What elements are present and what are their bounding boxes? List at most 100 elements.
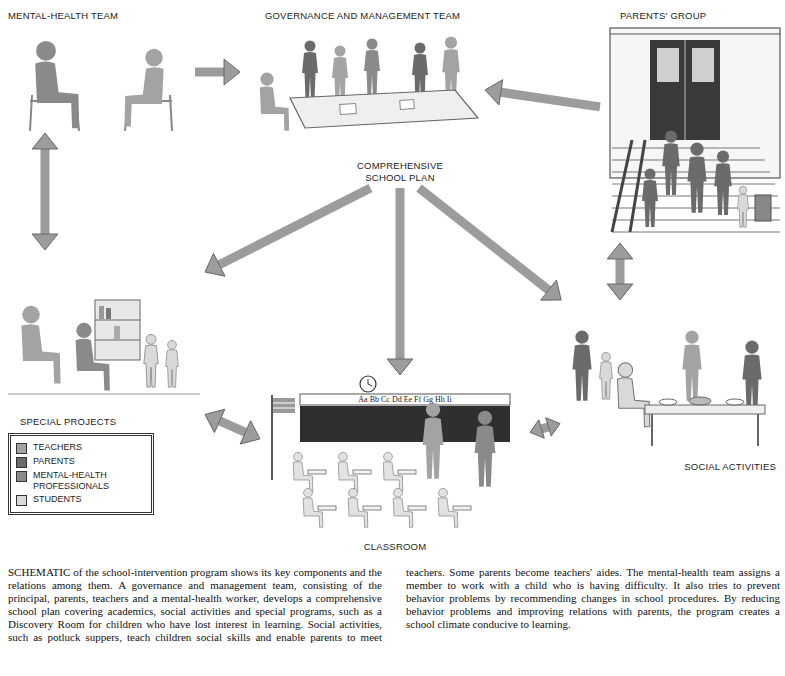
illustration-part xyxy=(318,506,336,510)
illustration-part xyxy=(650,40,720,140)
illustration-part xyxy=(572,331,591,401)
illustration-part xyxy=(612,140,645,232)
illustration-part xyxy=(300,394,510,405)
illustration-part xyxy=(692,48,714,82)
scene-region: MENTAL-HEALTH TEAM xyxy=(5,8,195,133)
illustration-part xyxy=(340,103,357,114)
governance-scene xyxy=(260,37,478,131)
illustration-part xyxy=(308,470,326,474)
illustration-part xyxy=(290,90,478,128)
illustration-part xyxy=(364,39,380,98)
arrow-head xyxy=(32,234,58,250)
legend-text: TEACHERS xyxy=(33,442,82,453)
legend-swatch xyxy=(16,457,27,468)
illustration-part xyxy=(453,506,471,510)
scene-region: SOCIAL ACTIVITIES xyxy=(560,300,780,475)
illustration-part xyxy=(645,405,765,414)
classroom-scene xyxy=(272,376,510,527)
arrow-head xyxy=(607,284,633,300)
illustration-part xyxy=(682,331,701,401)
arrow-head xyxy=(240,421,260,444)
illustration-part xyxy=(423,403,444,479)
legend-box: TEACHERS PARENTS MENTAL-HEALTH PROFESSIONA… xyxy=(8,433,154,515)
scene-region: SPECIAL PROJECTS xyxy=(5,250,205,430)
arrow-shaft xyxy=(219,188,370,265)
arrow-shaft xyxy=(195,68,224,77)
arrow-shaft xyxy=(41,149,50,234)
legend-row: STUDENTS xyxy=(16,494,146,506)
illustration-part xyxy=(273,398,295,413)
illustration-part xyxy=(689,397,711,405)
arrow-shaft xyxy=(220,421,246,432)
board-lettering: Aa Bb Cc Dd Ee Ff Gg Hh Ii xyxy=(300,395,510,405)
illustration-part xyxy=(106,308,111,319)
illustration-part xyxy=(166,340,179,387)
scene-label: SOCIAL ACTIVITIES xyxy=(684,461,776,473)
illustration-part xyxy=(642,169,658,228)
illustration-part xyxy=(685,40,686,140)
illustration-part xyxy=(144,334,158,387)
arrow-head xyxy=(546,418,560,436)
illustration-part xyxy=(260,73,289,131)
illustration-part xyxy=(95,320,140,340)
special-projects-scene xyxy=(8,300,200,394)
illustration-part xyxy=(714,151,732,215)
legend-text: PARENTS xyxy=(33,456,75,467)
scene-label: MENTAL-HEALTH TEAM xyxy=(8,10,118,22)
arrow-shaft xyxy=(616,259,625,284)
arrow-head xyxy=(32,133,58,149)
connector-arrow xyxy=(530,418,560,438)
connector-arrow xyxy=(485,80,600,107)
illustration-part xyxy=(737,186,748,227)
illustration-part xyxy=(687,143,706,213)
parents-scene xyxy=(610,28,780,232)
scene-label: COMPREHENSIVE SCHOOL PLAN xyxy=(350,158,450,186)
arrow-shaft xyxy=(501,92,600,107)
illustration-part xyxy=(400,100,415,110)
legend-row: PARENTS xyxy=(16,456,146,468)
connector-arrow xyxy=(205,409,260,444)
figure-caption: SCHEMATIC of the school-intervention pro… xyxy=(8,566,780,644)
connector-arrow xyxy=(195,59,240,85)
illustration-part xyxy=(475,411,496,487)
arrow-head xyxy=(530,420,544,438)
arrow-shaft xyxy=(396,188,405,359)
illustration-part xyxy=(124,49,163,127)
legend-text: MENTAL-HEALTH PROFESSIONALS xyxy=(33,470,146,492)
illustration-part xyxy=(95,300,140,360)
illustration-part xyxy=(408,506,426,510)
illustration-part xyxy=(755,195,771,221)
connector-arrow xyxy=(32,133,58,250)
illustration-part xyxy=(360,376,376,392)
illustration-part xyxy=(363,506,381,510)
illustration-part xyxy=(398,470,416,474)
illustration-part xyxy=(600,352,613,399)
arrow-head xyxy=(387,359,413,375)
scene-region: PARENTS' GROUP xyxy=(600,8,780,243)
connector-arrow xyxy=(387,188,413,375)
arrow-head xyxy=(205,253,225,276)
illustration-part xyxy=(114,326,120,339)
illustration-part xyxy=(76,323,110,391)
illustration-part xyxy=(271,395,273,480)
arrow-shaft xyxy=(419,188,549,290)
social-activities-scene xyxy=(572,331,765,446)
plan-label-box: COMPREHENSIVE SCHOOL PLAN xyxy=(350,158,450,188)
illustration-part xyxy=(124,49,163,127)
arrow-head xyxy=(224,59,240,85)
illustration-part xyxy=(657,48,679,82)
legend-swatch xyxy=(16,443,27,454)
legend-row: MENTAL-HEALTH PROFESSIONALS xyxy=(16,470,146,492)
illustration-part xyxy=(368,379,372,386)
scene-label: PARENTS' GROUP xyxy=(620,10,706,22)
mental-health-scene xyxy=(30,41,172,131)
illustration-part xyxy=(302,41,318,100)
arrow-head xyxy=(485,80,503,105)
illustration-part xyxy=(659,399,677,405)
illustration-part xyxy=(726,399,744,405)
scene-label: SPECIAL PROJECTS xyxy=(20,416,116,428)
connector-arrow xyxy=(607,243,633,300)
connector-arrow xyxy=(419,188,561,300)
scene-label: GOVERNANCE AND MANAGEMENT TEAM xyxy=(240,10,485,22)
illustration-part xyxy=(8,394,200,395)
